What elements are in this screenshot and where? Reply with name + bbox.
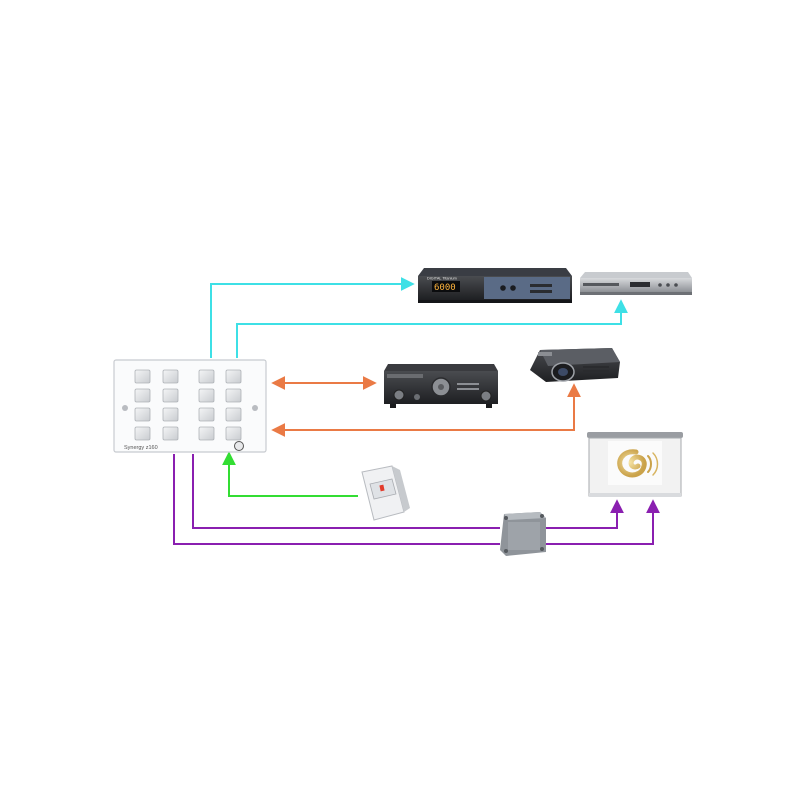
wall-keypad-icon[interactable]: Synergy z160 (113, 359, 267, 453)
relay-link-lower (173, 454, 500, 545)
dvd-player-icon[interactable] (580, 272, 692, 295)
keypad-button[interactable] (162, 407, 179, 422)
keypad-button[interactable] (198, 388, 215, 403)
relay-link-upper (192, 454, 500, 529)
satellite-display: 6000 (434, 283, 456, 293)
ir-link-dvd (236, 299, 628, 358)
keypad-ir-sensor-icon (234, 441, 244, 451)
keypad-button[interactable] (162, 369, 179, 384)
keypad-button[interactable] (134, 426, 151, 441)
stereo-amplifier-icon[interactable] (384, 364, 498, 408)
keypad-button[interactable] (198, 426, 215, 441)
keypad-button[interactable] (225, 388, 242, 403)
video-projector-icon[interactable] (530, 348, 620, 382)
keypad-brand-label: Synergy z160 (124, 445, 158, 451)
satellite-brand: DIGITAL Titanium (427, 277, 457, 281)
sensor-link (222, 451, 358, 497)
keypad-button[interactable] (162, 426, 179, 441)
rs232-link-projector (271, 383, 581, 437)
keypad-button[interactable] (134, 388, 151, 403)
relay-link-screen-up (544, 499, 624, 529)
relay-box-icon[interactable] (500, 512, 546, 556)
satellite-receiver-icon[interactable]: 6000 DIGITAL Titanium (418, 268, 572, 303)
projection-screen-icon[interactable] (587, 432, 683, 497)
keypad-button[interactable] (225, 426, 242, 441)
keypad-button[interactable] (198, 369, 215, 384)
swirl-logo-icon (617, 449, 659, 478)
keypad-button-grid (134, 369, 242, 441)
keypad-button[interactable] (225, 407, 242, 422)
keypad-button[interactable] (225, 369, 242, 384)
keypad-button[interactable] (134, 407, 151, 422)
keypad-button[interactable] (198, 407, 215, 422)
ir-link-satellite (210, 277, 415, 358)
keypad-button[interactable] (134, 369, 151, 384)
motion-sensor-icon[interactable] (361, 465, 410, 521)
keypad-button[interactable] (162, 388, 179, 403)
relay-link-screen-down (544, 499, 660, 545)
